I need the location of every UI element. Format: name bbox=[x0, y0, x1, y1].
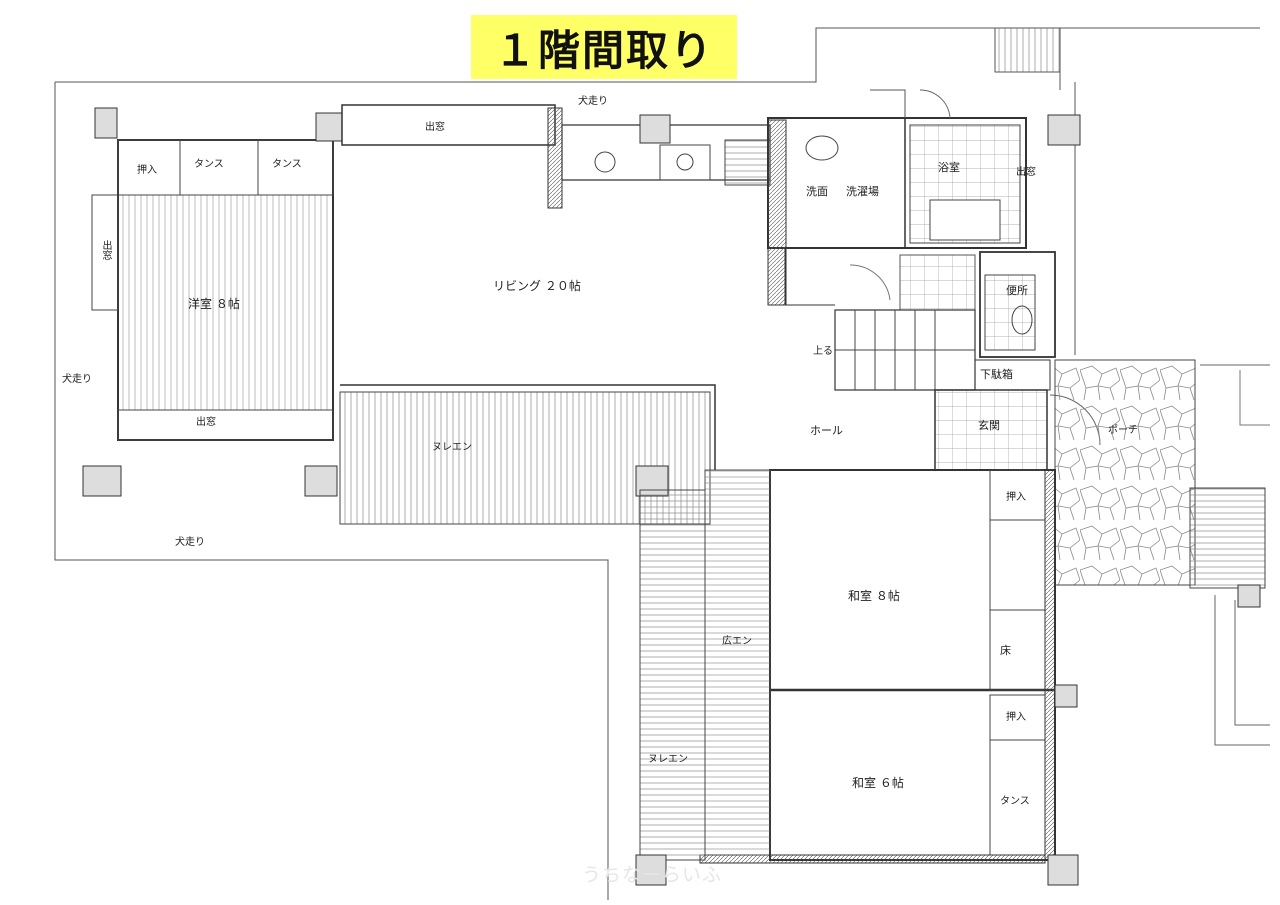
label-closet-western: 押入 bbox=[137, 165, 157, 176]
label-inu-top: 犬走り bbox=[578, 96, 608, 107]
room-hall: ホール bbox=[810, 424, 843, 437]
label-stairs-up: 上る bbox=[813, 346, 833, 357]
label-tansu-a: タンス bbox=[194, 159, 224, 170]
room-washroom: 洗面 bbox=[806, 185, 828, 198]
room-western: 洋室 ８帖 bbox=[188, 297, 240, 311]
label-closet-j8: 押入 bbox=[1006, 492, 1026, 503]
label-terrace-left: ヌレエン bbox=[432, 442, 472, 453]
label-terrace-right: ヌレエン bbox=[648, 754, 688, 765]
label-closet-j6: 押入 bbox=[1006, 712, 1026, 723]
title-banner: １階間取り bbox=[471, 15, 737, 79]
room-shoe-closet: 下駄箱 bbox=[980, 368, 1013, 381]
label-bay-window-bottom: 出窓 bbox=[196, 417, 216, 428]
room-entrance: 玄関 bbox=[978, 419, 1000, 432]
room-japanese-6: 和室 ６帖 bbox=[852, 776, 904, 790]
room-alcove: 床 bbox=[1000, 644, 1011, 657]
label-bay-window-side: 出窓 bbox=[100, 240, 111, 260]
label-tansu-j6: タンス bbox=[1000, 796, 1030, 807]
label-bath-window: 出窓 bbox=[1016, 167, 1036, 178]
label-bay-window-top: 出窓 bbox=[425, 122, 445, 133]
room-washing-area: 洗濯場 bbox=[846, 185, 879, 198]
room-living: リビング ２０帖 bbox=[493, 279, 581, 293]
room-bath: 浴室 bbox=[938, 161, 960, 174]
room-porch: ポーチ bbox=[1108, 425, 1138, 436]
label-inu-bottom: 犬走り bbox=[175, 537, 205, 548]
page-title: １階間取り bbox=[493, 25, 714, 75]
room-japanese-8: 和室 ８帖 bbox=[848, 589, 900, 603]
label-tansu-b: タンス bbox=[272, 159, 302, 170]
label-inu-left: 犬走り bbox=[62, 374, 92, 385]
watermark: うちなーらいふ bbox=[582, 864, 723, 886]
room-toilet: 便所 bbox=[1006, 284, 1028, 297]
label-hiroen: 広エン bbox=[722, 636, 752, 647]
